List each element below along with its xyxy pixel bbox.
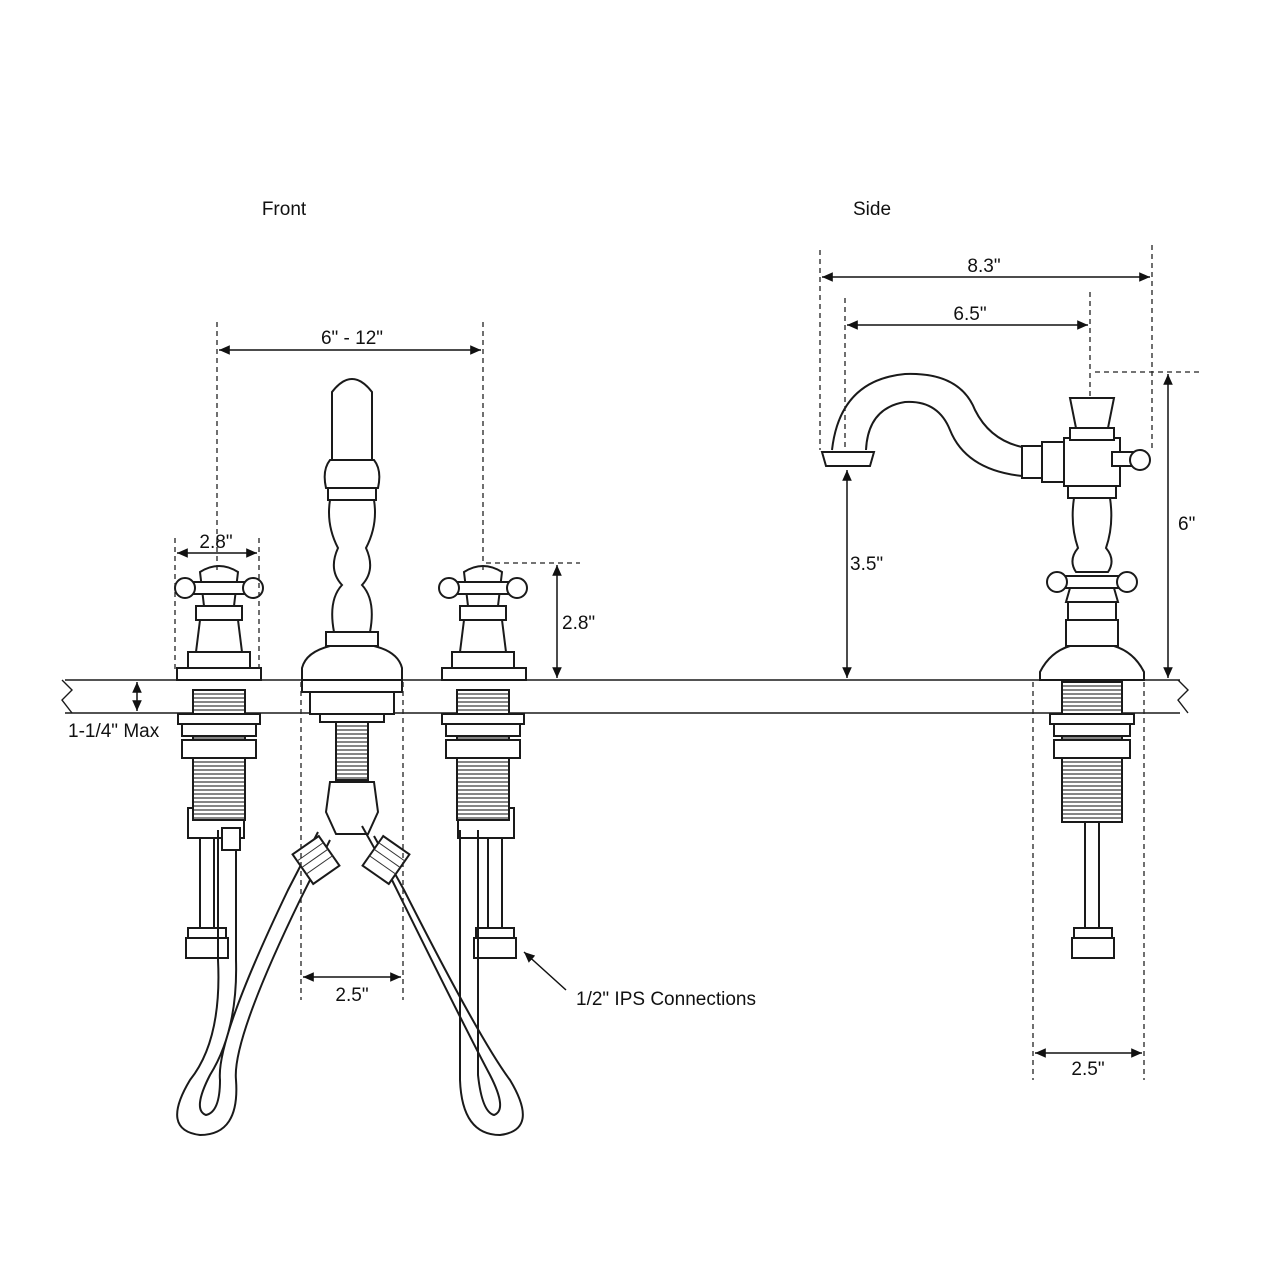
spread-dimension-label: 6" - 12"	[321, 328, 383, 349]
ips-connections-callout: 1/2" IPS Connections	[576, 989, 756, 1010]
supply-lines	[176, 825, 524, 1137]
side-view-title: Side	[853, 199, 891, 220]
handle-width-label: 2.8"	[199, 532, 232, 553]
front-view-title: Front	[262, 199, 307, 220]
side-spout-reach-label: 6.5"	[953, 304, 986, 325]
side-overall-length-label: 8.3"	[967, 256, 1000, 277]
side-spout-clearance-label: 3.5"	[850, 554, 883, 575]
side-overall-height-label: 6"	[1178, 514, 1195, 535]
side-dimensions	[819, 245, 1200, 1080]
spout-base-width-label: 2.5"	[335, 985, 368, 1006]
deck-thickness-label: 1-1/4" Max	[68, 721, 160, 742]
side-view-faucet	[820, 372, 1151, 959]
front-dimensions	[132, 322, 580, 1000]
front-left-handle	[174, 565, 264, 839]
handle-height-label: 2.8"	[562, 613, 595, 634]
front-right-handle	[438, 565, 528, 839]
front-center-spout	[301, 378, 403, 835]
side-base-width-label: 2.5"	[1071, 1059, 1104, 1080]
